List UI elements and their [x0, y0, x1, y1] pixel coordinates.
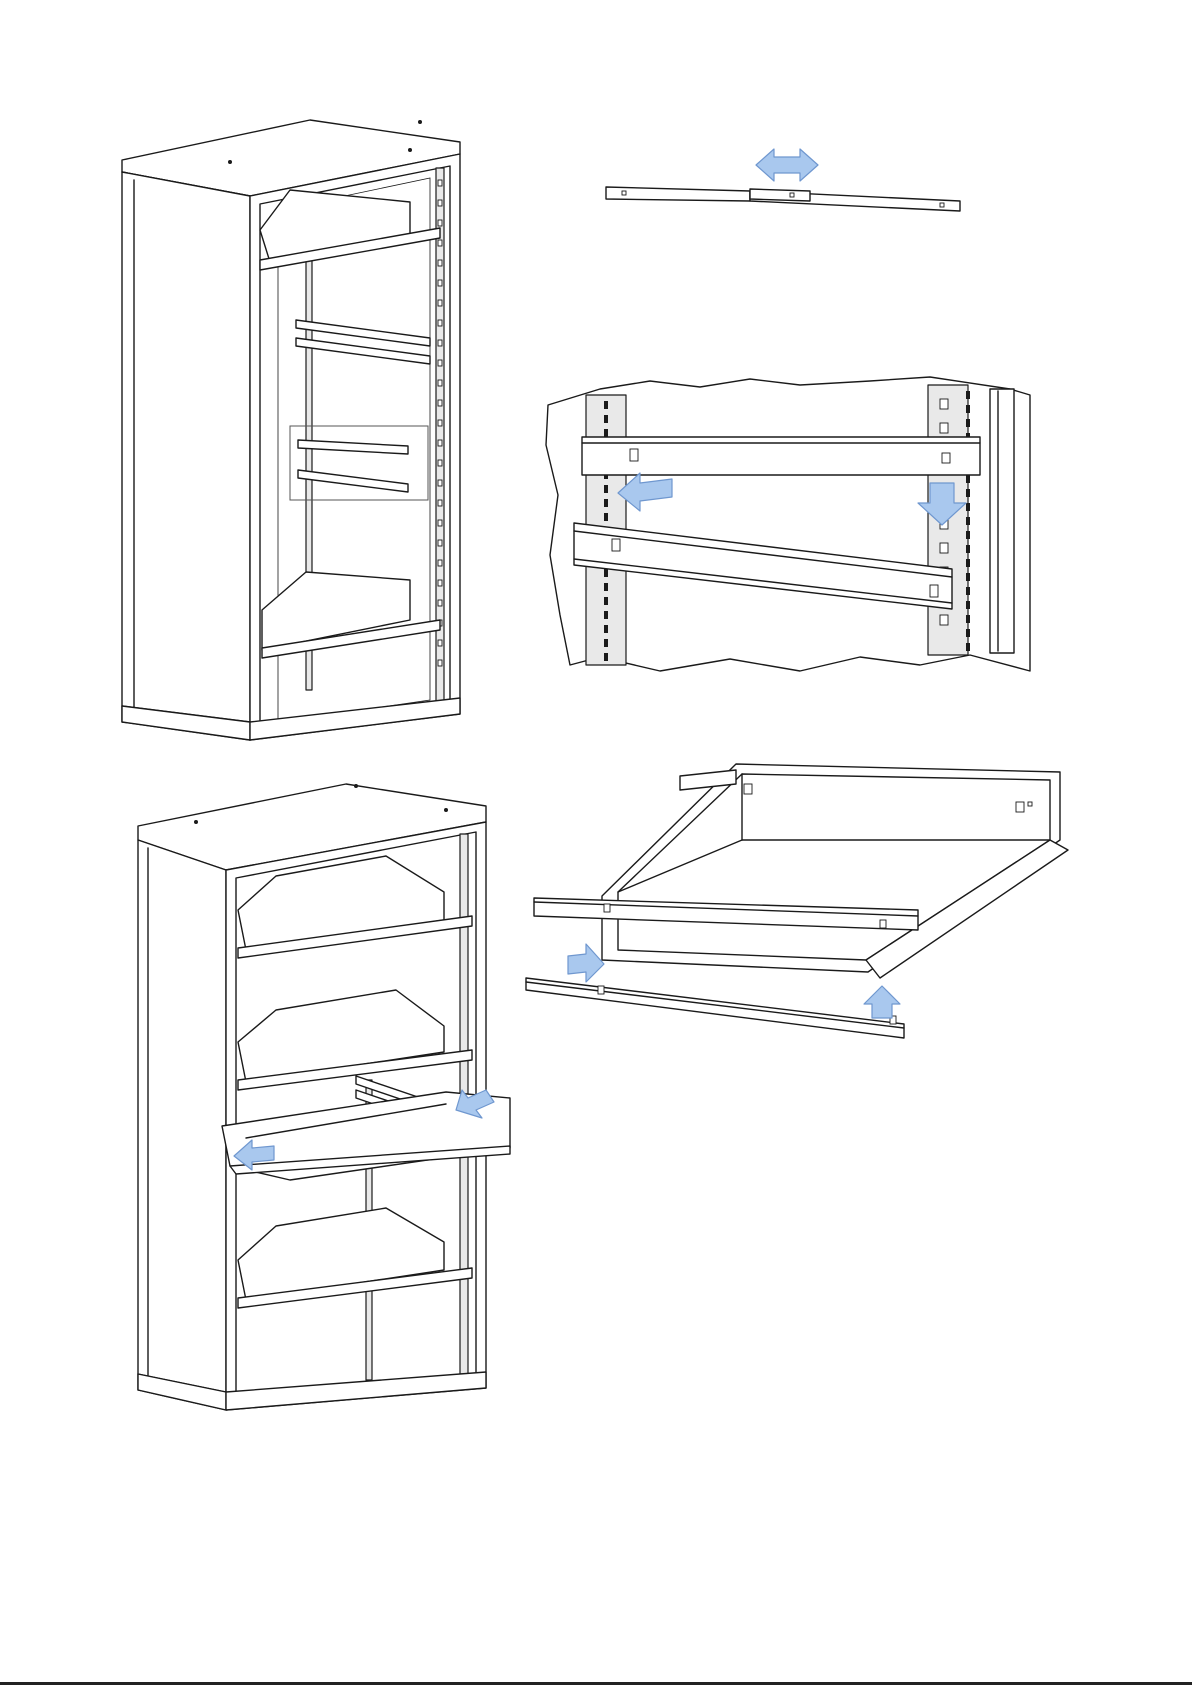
- arrow-up-icon: [864, 986, 900, 1018]
- arrow-right-icon: [568, 944, 604, 982]
- tray: [602, 764, 1068, 978]
- cabinet-side-panel: [122, 172, 250, 740]
- tray-onto-rails-figure: [520, 760, 1090, 1070]
- rail-hook-detail-drawing: [540, 375, 1040, 675]
- telescopic-rail-drawing: [600, 145, 970, 225]
- rail-upper: [582, 437, 980, 475]
- rail-fixed: [606, 187, 750, 201]
- cabinet-trays-figure: [126, 780, 566, 1420]
- tray-onto-rails-drawing: [520, 760, 1090, 1070]
- rail-lower: [526, 978, 904, 1038]
- telescopic-rail-figure: [600, 145, 970, 225]
- rail-hook-detail-figure: [540, 375, 1040, 675]
- cabinet-empty-drawing: [110, 110, 470, 750]
- cabinet-trays-drawing: [126, 780, 566, 1420]
- double-arrow-icon: [756, 149, 818, 181]
- cabinet-empty-figure: [110, 110, 470, 750]
- cabinet-side-panel: [138, 840, 226, 1410]
